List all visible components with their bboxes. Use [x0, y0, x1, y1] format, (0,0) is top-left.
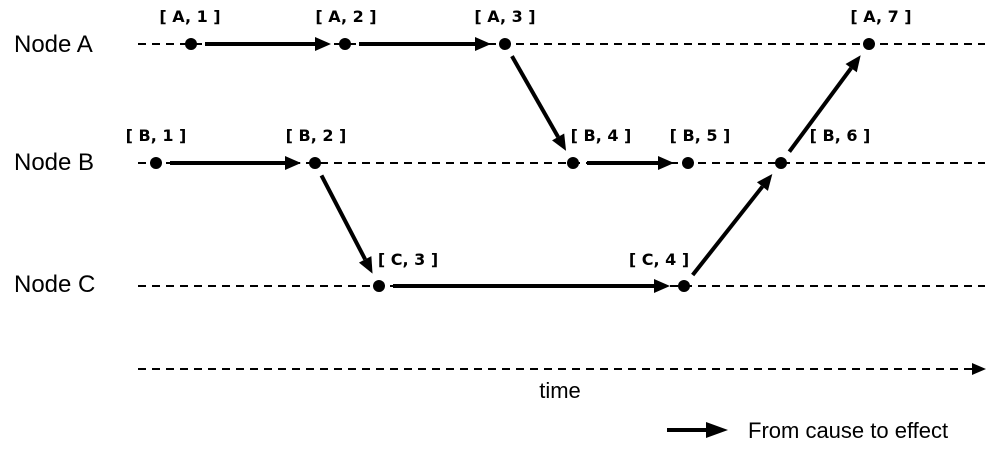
- event-dot-b6: [775, 157, 787, 169]
- edge-arrowhead-c4-to-b6: [756, 173, 773, 191]
- node-b-label: Node B: [14, 149, 94, 176]
- edge-b2-to-c3: [319, 174, 367, 261]
- event-dot-b2: [309, 157, 321, 169]
- event-label-c4: [ C, 4 ]: [629, 250, 689, 269]
- event-label-a7: [ A, 7 ]: [850, 7, 911, 26]
- event-label-b5: [ B, 5 ]: [670, 126, 731, 145]
- event-label-b6: [ B, 6 ]: [810, 126, 871, 145]
- edge-a3-to-b4: [510, 55, 560, 138]
- event-dot-b4: [567, 157, 579, 169]
- event-dot-c3: [373, 280, 385, 292]
- event-label-a2: [ A, 2 ]: [315, 7, 376, 26]
- edge-arrowhead-a1-to-a2: [315, 37, 331, 51]
- legend-arrowhead: [706, 422, 728, 438]
- edge-b6-to-a7: [787, 66, 853, 153]
- event-label-c3: [ C, 3 ]: [378, 250, 438, 269]
- node-a-label: Node A: [14, 31, 93, 58]
- edge-c4-to-b6: [691, 185, 764, 277]
- edge-arrowhead-b6-to-a7: [845, 55, 861, 73]
- event-dot-a2: [339, 38, 351, 50]
- event-label-b4: [ B, 4 ]: [571, 126, 632, 145]
- event-label-b2: [ B, 2 ]: [286, 126, 347, 145]
- edge-arrowhead-b1-to-b2: [285, 156, 301, 170]
- event-label-a3: [ A, 3 ]: [474, 7, 535, 26]
- edge-arrowhead-b2-to-c3: [358, 256, 373, 274]
- event-dot-a7: [863, 38, 875, 50]
- event-dots: [150, 38, 875, 292]
- event-dot-b5: [682, 157, 694, 169]
- time-axis-label: time: [539, 378, 581, 403]
- node-c-label: Node C: [14, 271, 95, 298]
- edge-arrowhead-a2-to-a3: [475, 37, 491, 51]
- legend-label: From cause to effect: [748, 418, 948, 443]
- time-axis-arrowhead: [972, 363, 986, 375]
- edge-arrowhead-c3-to-c4: [654, 279, 670, 293]
- event-dot-a3: [499, 38, 511, 50]
- event-dot-a1: [185, 38, 197, 50]
- event-dot-b1: [150, 157, 162, 169]
- edge-arrowhead-a3-to-b4: [552, 133, 567, 151]
- edge-arrowhead-b4-to-b5: [658, 156, 674, 170]
- event-label-b1: [ B, 1 ]: [126, 126, 187, 145]
- event-dot-c4: [678, 280, 690, 292]
- event-label-a1: [ A, 1 ]: [159, 7, 220, 26]
- causal-edges: [170, 37, 861, 293]
